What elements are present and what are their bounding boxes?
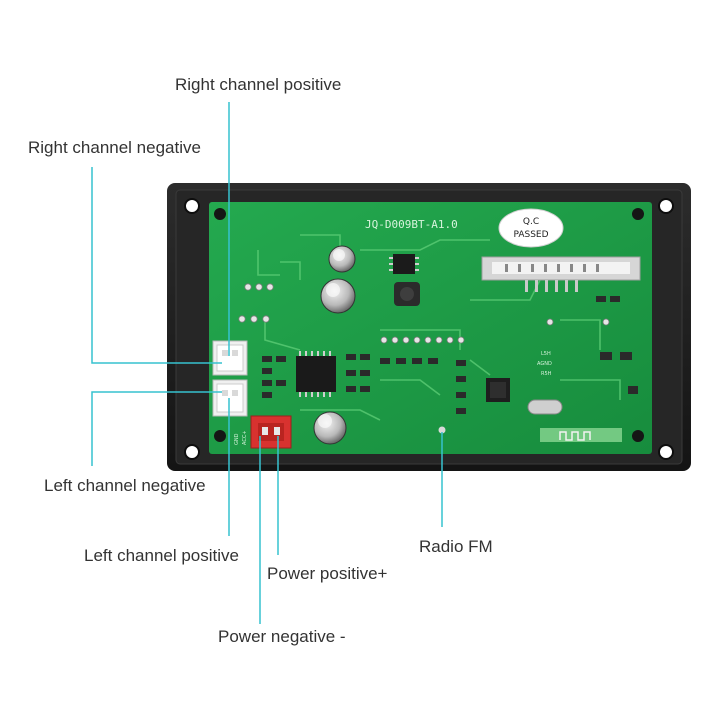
screw-bl: [214, 430, 226, 442]
pcb: JQ-D009BT-A1.0 Q.C PASSED: [209, 202, 652, 454]
mount-hole-tr: [658, 198, 674, 214]
leader-lines: [91, 102, 443, 624]
label-power-negative: Power negative -: [218, 627, 346, 646]
power-connector: [250, 415, 292, 449]
capacitor-bottom: [313, 411, 347, 445]
svg-text:PASSED: PASSED: [513, 230, 548, 240]
mount-hole-br: [658, 444, 674, 460]
capacitor-small: [328, 245, 356, 273]
model-silkscreen: JQ-D009BT-A1.0: [365, 218, 458, 231]
mount-hole-tl: [184, 198, 200, 214]
power-silkscreen: GND ACC+: [234, 430, 248, 445]
amplifier-chip: [296, 351, 336, 397]
pcb-traces: [257, 234, 621, 421]
bluetooth-antenna: [540, 428, 622, 442]
screw-tl: [214, 208, 226, 220]
sd-card-slot: [481, 256, 641, 292]
label-left-channel-negative: Left channel negative: [44, 476, 206, 495]
svg-text:Q.C: Q.C: [523, 217, 539, 227]
regulator-chip: [393, 254, 415, 274]
svg-text:GND: GND: [234, 433, 240, 445]
leader-left-negative: [91, 391, 222, 466]
svg-text:R5H: R5H: [541, 371, 552, 377]
screw-tr: [632, 208, 644, 220]
label-right-channel-negative: Right channel negative: [28, 138, 201, 157]
svg-text:ACC+: ACC+: [242, 430, 248, 445]
speaker-connector-right: [212, 340, 248, 376]
label-power-positive: Power positive+: [267, 564, 388, 583]
header-pins: [238, 283, 610, 344]
capacitor-large: [320, 278, 356, 314]
svg-text:L5H: L5H: [541, 351, 551, 357]
mount-hole-bl: [184, 444, 200, 460]
smd-components: [262, 296, 638, 414]
bluetooth-chip: [486, 378, 510, 402]
crystal-oscillator: [527, 399, 563, 415]
screw-br: [632, 430, 644, 442]
label-left-channel-positive: Left channel positive: [84, 546, 239, 565]
radio-pad: [438, 426, 446, 434]
qc-sticker: Q.C PASSED: [498, 208, 564, 248]
speaker-connector-left: [212, 379, 248, 417]
leader-right-negative: [91, 167, 222, 364]
label-right-channel-positive: Right channel positive: [175, 75, 342, 94]
svg-text:AGND: AGND: [537, 361, 552, 367]
label-radio-fm: Radio FM: [419, 537, 493, 556]
